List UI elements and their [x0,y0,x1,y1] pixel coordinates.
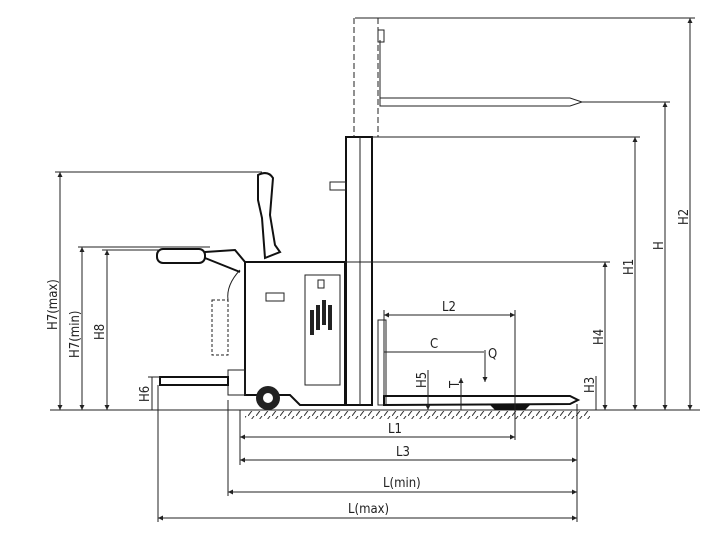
label-h2: H2 [677,209,692,225]
operator-platform [159,376,229,386]
label-h7min: H7(min) [68,311,83,358]
fork [383,395,581,410]
label-l2: L2 [442,300,456,315]
horizontal-dimensions [157,310,578,522]
label-l3: L3 [396,445,410,460]
label-h3: H3 [583,377,598,393]
label-h: H [652,241,667,250]
label-t: T [448,380,463,389]
label-h6: H6 [138,386,153,402]
drive-wheel [256,386,280,410]
tiller-handle [156,172,282,273]
mast [329,18,387,406]
raised-fork [379,40,584,107]
label-h5: H5 [415,372,430,388]
label-h8: H8 [93,324,108,340]
label-q: Q [488,347,497,362]
label-h1: H1 [622,259,637,275]
label-lmin: L(min) [383,476,421,491]
label-lmax: L(max) [348,502,389,517]
label-c: C [430,337,438,352]
vertical-dimensions [55,17,695,410]
truck-body [211,261,346,406]
label-h7max: H7(max) [46,279,61,330]
label-l1: L1 [388,422,402,437]
ground-line [50,409,700,419]
label-h4: H4 [592,329,607,345]
